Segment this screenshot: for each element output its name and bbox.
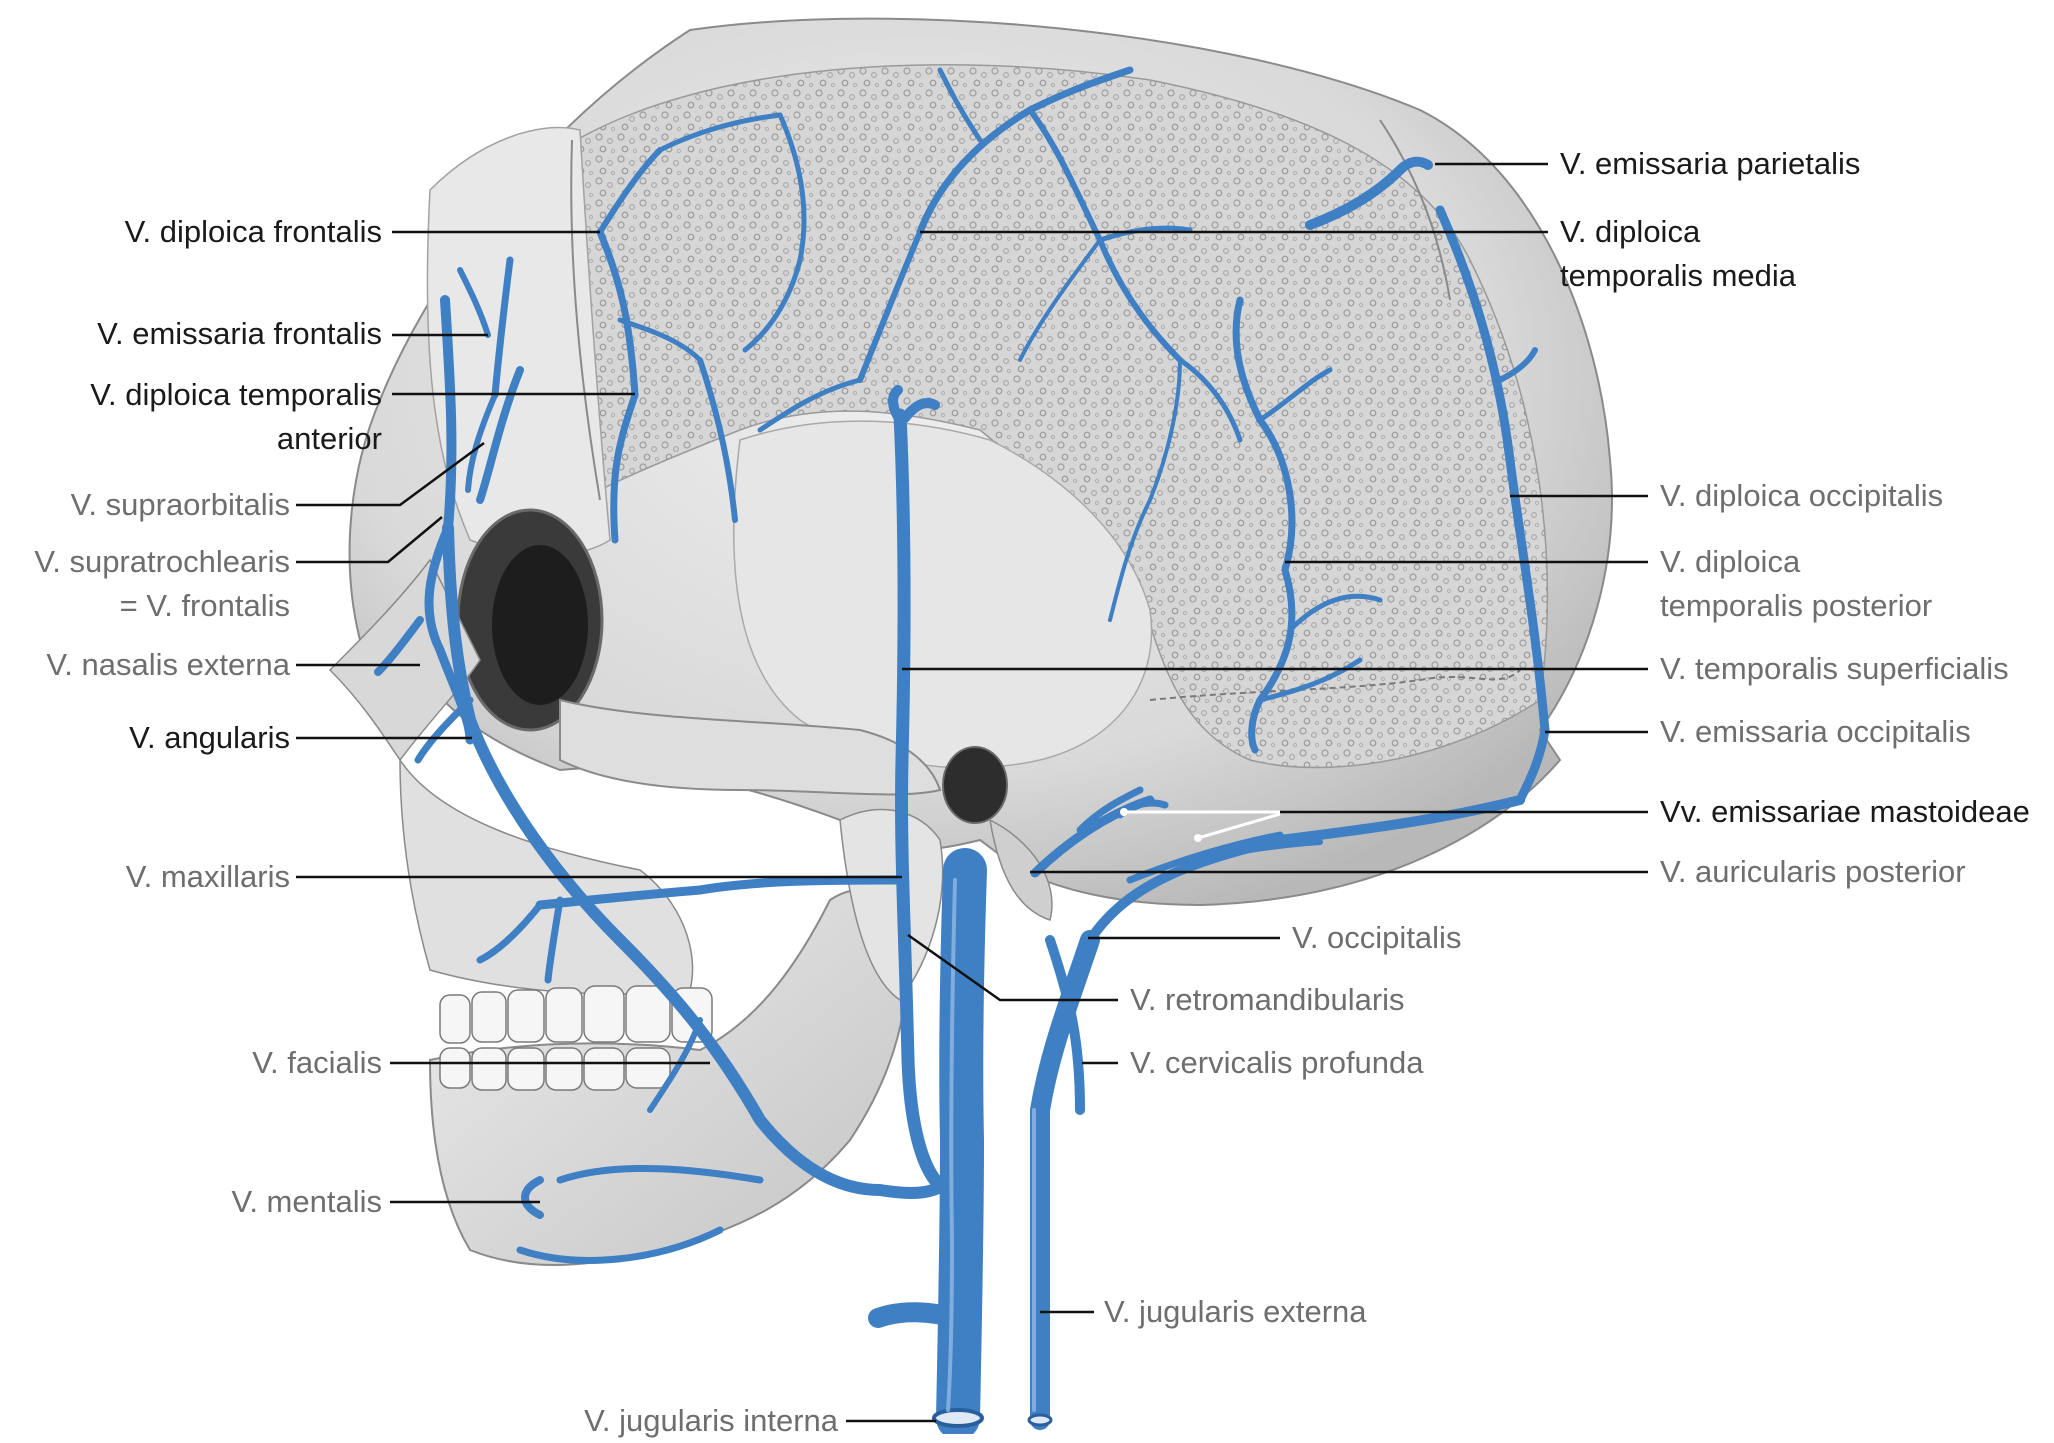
facial-vein <box>442 522 956 1199</box>
diploic-frontal-vein <box>596 228 639 399</box>
label-occipitalis: V. occipitalis <box>1292 920 1462 955</box>
label-supratrochlearis: V. supratrochlearis = V. frontalis <box>34 544 290 623</box>
label-emissariae-mastoideae: Vv. emissariae mastoideae <box>1660 794 2030 829</box>
coronal-suture <box>570 139 601 501</box>
label-facialis: V. facialis <box>252 1045 382 1080</box>
label-retromandibularis: V. retromandibularis <box>1130 982 1405 1017</box>
diploe-region <box>559 64 1549 769</box>
label-supraorbitalis: V. supraorbitalis <box>70 487 290 522</box>
label-emissaria-frontalis: V. emissaria frontalis <box>97 316 382 351</box>
squamous-suture <box>1149 669 1521 701</box>
label-auricularis-posterior: V. auricularis posterior <box>1660 854 1966 889</box>
label-diploica-occipitalis: V. diploica occipitalis <box>1660 478 1944 513</box>
mastoid-process <box>989 818 1053 921</box>
occipital-vein <box>1085 795 1525 945</box>
nasal-region <box>328 558 481 762</box>
teeth <box>439 985 713 1091</box>
label-mentalis: V. mentalis <box>231 1184 383 1219</box>
label-maxillaris: V. maxillaris <box>125 859 290 894</box>
label-jugularis-interna: V. jugularis interna <box>584 1403 838 1438</box>
label-emissaria-parietalis: V. emissaria parietalis <box>1560 146 1861 181</box>
veins <box>374 66 1550 1440</box>
label-temporalis-superficialis: V. temporalis superficialis <box>1660 651 2009 686</box>
deep-cervical-vein <box>1045 935 1085 1115</box>
diploic-occipital-vein <box>1435 205 1550 805</box>
label-angularis: V. angularis <box>129 720 290 755</box>
temporal-squama <box>732 420 1153 769</box>
leader-lines-white <box>1124 810 1281 840</box>
label-jugularis-externa: V. jugularis externa <box>1104 1294 1367 1329</box>
angular-vein <box>424 523 475 745</box>
external-jugular-vein <box>1029 930 1100 1430</box>
external-acoustic-meatus <box>942 746 1008 824</box>
frontal-emissary-vein <box>457 267 491 338</box>
internal-jugular-vein <box>936 848 987 1440</box>
label-diploica-temporalis-posterior: V. diploica temporalis posterior <box>1660 544 1933 623</box>
parietal-emissary-vein <box>1305 156 1433 230</box>
diploic-temporal-anterior-vein <box>491 256 514 399</box>
supratrochlear-vein <box>440 295 457 533</box>
label-diploica-temporalis-media: V. diploica temporalis media <box>1560 214 1797 293</box>
label-diploica-temporalis-anterior: V. diploica temporalis anterior <box>90 377 382 456</box>
supraorbital-vein <box>476 366 524 504</box>
label-nasalis-externa: V. nasalis externa <box>46 647 290 682</box>
label-emissaria-occipitalis: V. emissaria occipitalis <box>1660 714 1971 749</box>
maxillary-vein <box>535 875 905 910</box>
nasal-external-vein <box>374 616 424 676</box>
label-cervicalis-profunda: V. cervicalis profunda <box>1130 1045 1424 1080</box>
superficial-temporal-vein <box>893 408 942 1187</box>
diploic-temporal-media-vein <box>916 66 1134 236</box>
lambdoid-suture <box>1379 119 1451 301</box>
leader-lines <box>296 162 1648 1423</box>
zygomatic-arch <box>559 698 942 796</box>
label-diploica-frontalis: V. diploica frontalis <box>124 214 382 249</box>
mental-vein <box>521 1176 544 1219</box>
